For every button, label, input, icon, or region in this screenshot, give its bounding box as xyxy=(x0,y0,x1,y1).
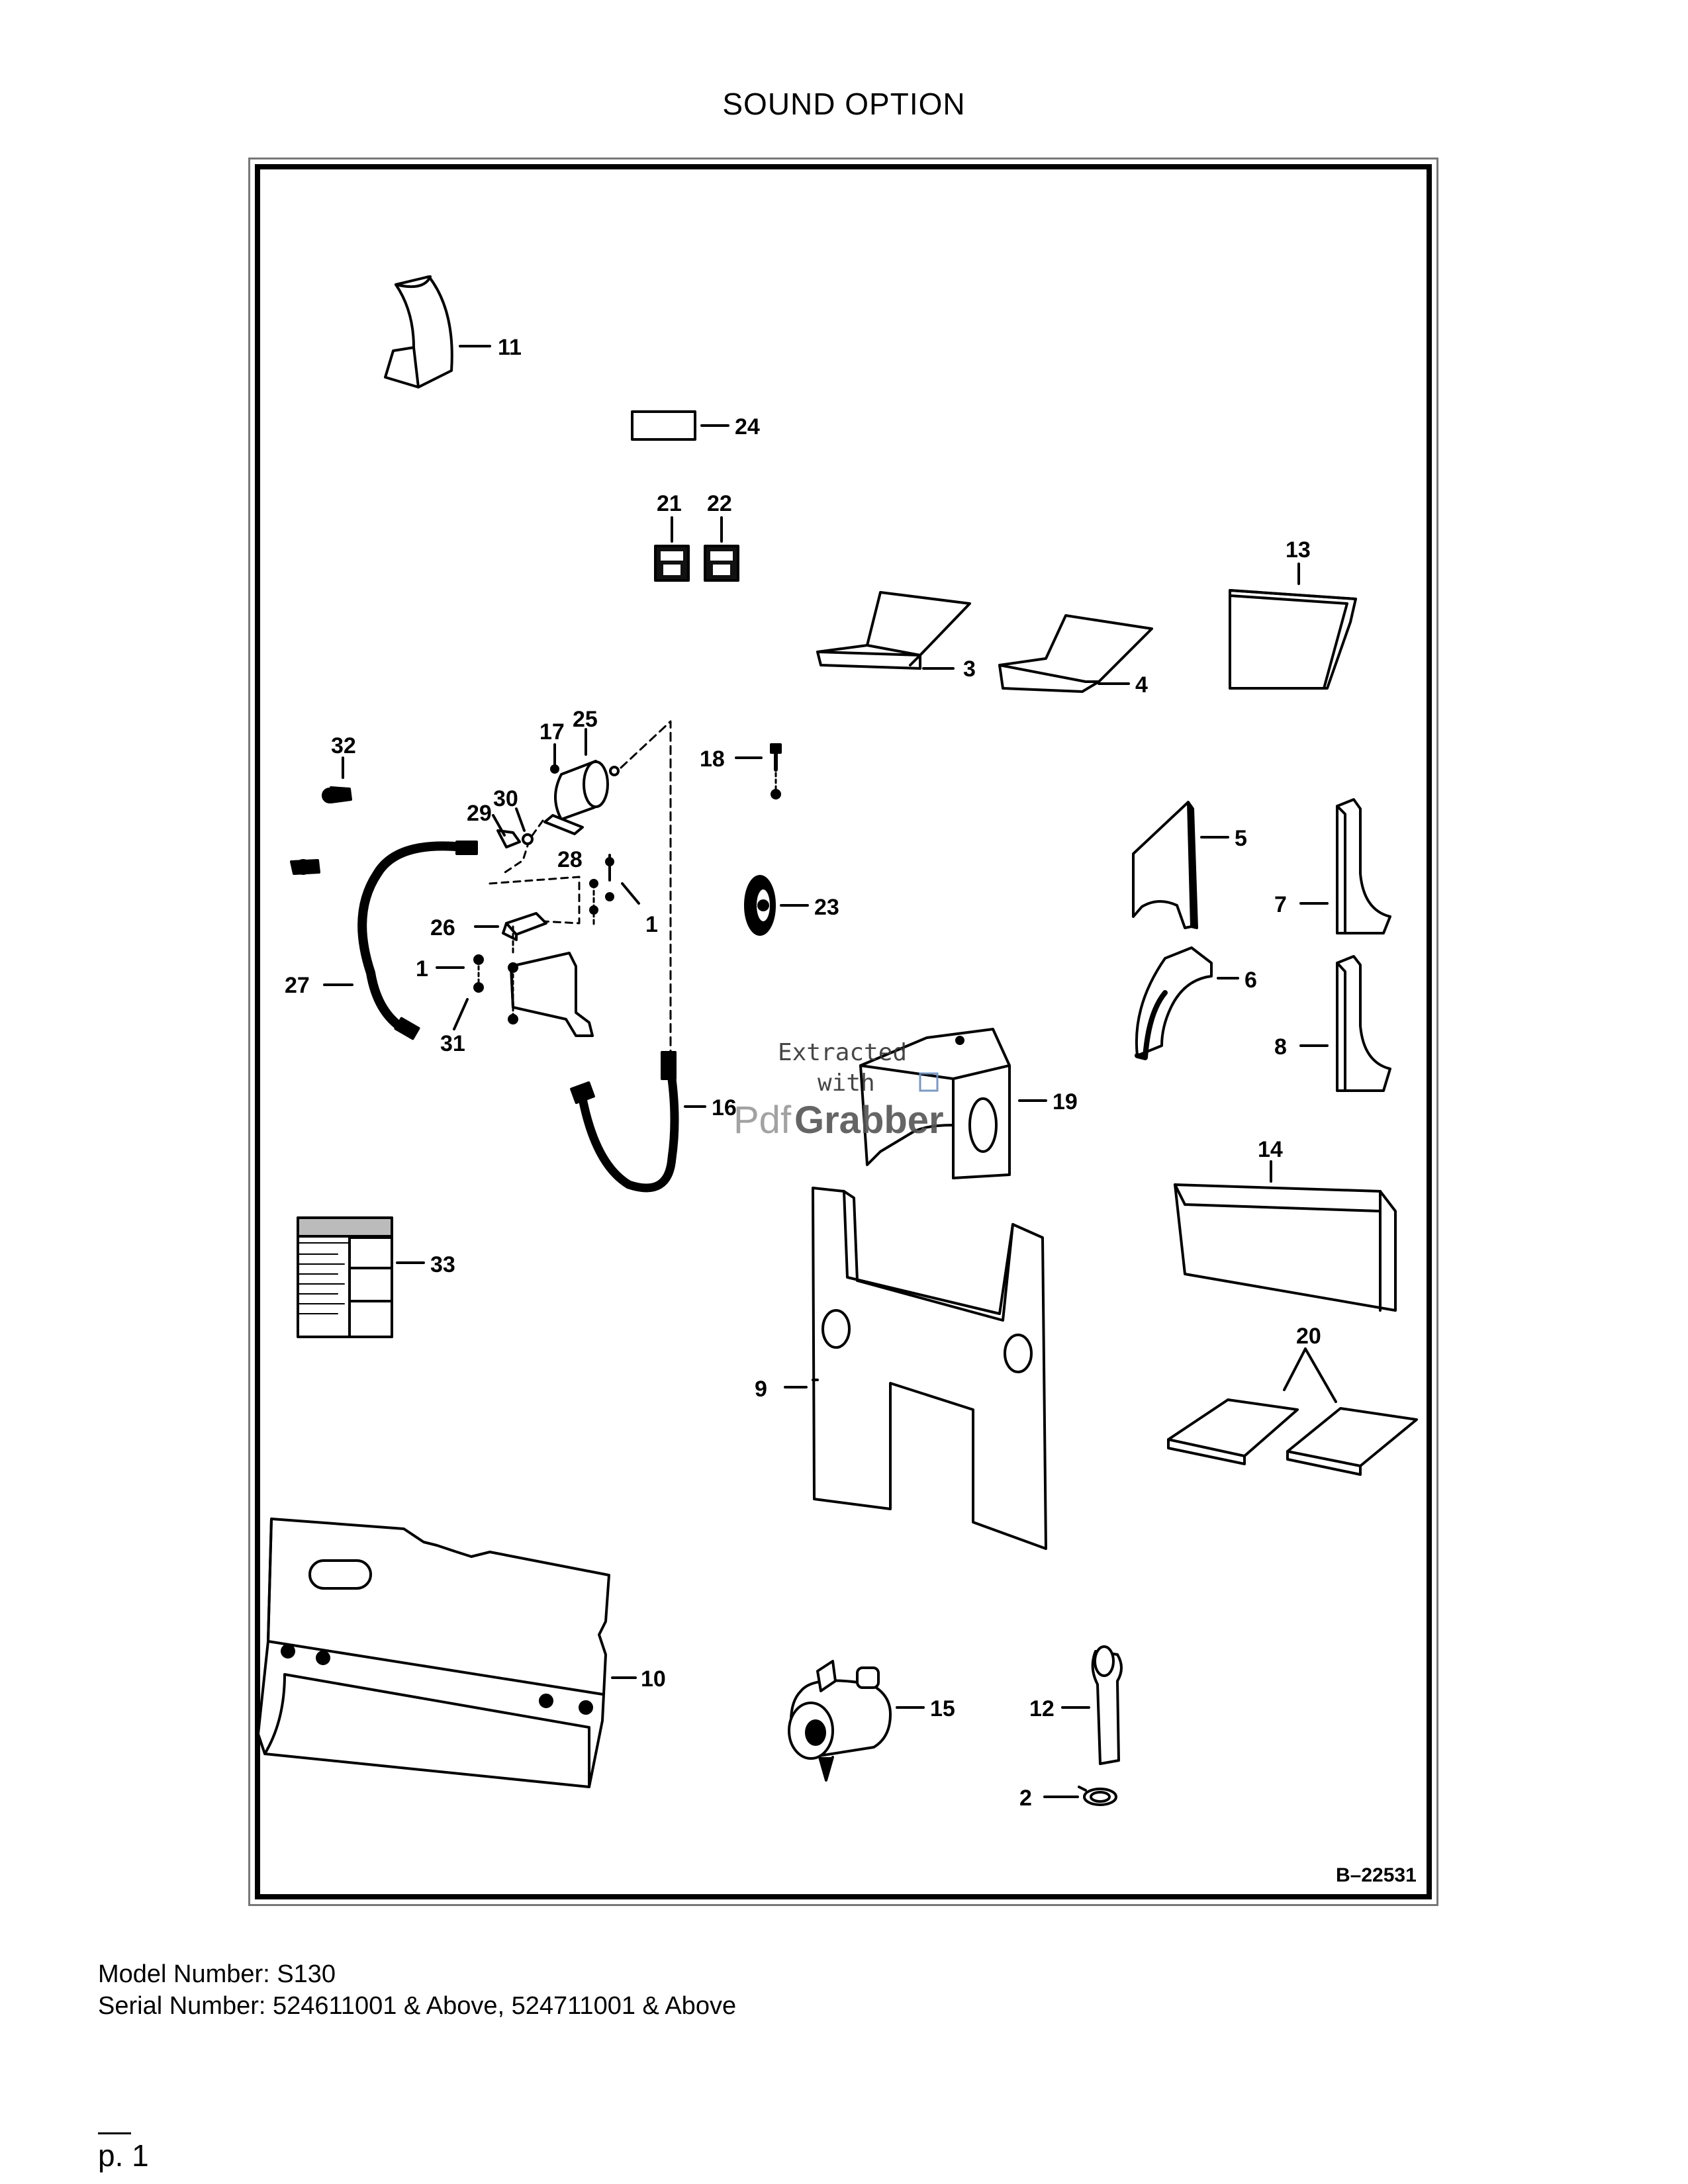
callout-17: 17 xyxy=(539,719,565,745)
figure-id: B–22531 xyxy=(1336,1864,1417,1886)
page-number: p. 1 xyxy=(98,2138,149,2173)
callout-labels: 11 24 21 22 13 3 4 17 25 32 18 30 29 28 … xyxy=(285,335,1417,1886)
part-19-shape xyxy=(859,1028,1011,1179)
part-32-shape xyxy=(322,786,352,803)
callout-1b: 1 xyxy=(416,956,428,981)
callout-6: 6 xyxy=(1244,968,1257,993)
callout-31: 31 xyxy=(440,1031,465,1056)
watermark: Extracted with Pdf Grabber xyxy=(733,1039,944,1142)
part-3-shape xyxy=(816,591,971,670)
part-12-shape xyxy=(1091,1645,1123,1765)
part-23-shape xyxy=(744,875,776,936)
callout-27: 27 xyxy=(285,973,310,998)
part-4-shape xyxy=(998,614,1153,693)
callout-29: 29 xyxy=(467,801,492,826)
callout-19: 19 xyxy=(1053,1089,1078,1115)
part-13-shape xyxy=(1229,589,1357,690)
callout-33: 33 xyxy=(430,1252,455,1277)
serial-number: Serial Number: 524611001 & Above, 524711… xyxy=(98,1992,737,2020)
callout-10: 10 xyxy=(641,1666,666,1692)
part-2-shape xyxy=(1078,1786,1117,1806)
callout-21: 21 xyxy=(657,491,682,516)
part-21-shape xyxy=(654,545,690,582)
callout-11: 11 xyxy=(498,335,522,360)
callout-12: 12 xyxy=(1029,1696,1055,1721)
callout-2: 2 xyxy=(1019,1786,1032,1811)
part-11-shape xyxy=(384,275,453,388)
callout-13: 13 xyxy=(1286,537,1311,563)
part-6-shape xyxy=(1135,946,1213,1060)
part-8-shape xyxy=(1336,955,1391,1092)
callout-14: 14 xyxy=(1258,1137,1283,1162)
callout-4: 4 xyxy=(1135,672,1148,698)
callout-26: 26 xyxy=(430,915,455,940)
part-5-shape xyxy=(1132,801,1198,929)
callout-3: 3 xyxy=(963,657,976,682)
watermark-brand-a: Pdf xyxy=(733,1099,792,1142)
callout-20: 20 xyxy=(1296,1324,1321,1349)
part-22-shape xyxy=(704,545,739,582)
part-bracket-shape xyxy=(510,952,594,1037)
figure-frame xyxy=(255,164,1432,1899)
callout-22: 22 xyxy=(707,491,732,516)
part-20-shape xyxy=(1167,1398,1418,1476)
part-33-shape xyxy=(297,1216,393,1338)
part-27-shape xyxy=(357,841,478,1040)
callout-32: 32 xyxy=(331,733,356,758)
callout-15: 15 xyxy=(930,1696,955,1721)
callout-23: 23 xyxy=(814,895,839,920)
part-unlabeled-fitting xyxy=(290,859,320,875)
callout-1a: 1 xyxy=(645,912,658,937)
part-18-shape xyxy=(770,743,782,799)
callout-7: 7 xyxy=(1274,892,1287,917)
callout-18: 18 xyxy=(700,747,725,772)
part-16-shape xyxy=(570,1051,679,1193)
part-26-shape xyxy=(502,912,547,941)
callout-8: 8 xyxy=(1274,1034,1287,1060)
page-title: SOUND OPTION xyxy=(722,87,966,121)
watermark-line2: with xyxy=(818,1069,875,1097)
watermark-line1: Extracted xyxy=(778,1039,907,1066)
part-15-shape xyxy=(788,1660,892,1782)
part-14-shape xyxy=(1174,1183,1397,1312)
callout-9: 9 xyxy=(755,1377,767,1402)
callout-5: 5 xyxy=(1235,826,1247,851)
callout-25: 25 xyxy=(573,707,598,732)
part-9-shape xyxy=(812,1187,1047,1550)
watermark-brand-b: Grabber xyxy=(794,1099,944,1142)
callout-30: 30 xyxy=(493,786,518,811)
page-number-rule xyxy=(98,2132,131,2134)
callout-16: 16 xyxy=(712,1095,737,1120)
callout-28: 28 xyxy=(557,847,583,872)
model-number: Model Number: S130 xyxy=(98,1960,336,1988)
part-24-shape xyxy=(631,410,696,441)
callout-24: 24 xyxy=(735,414,760,439)
figure-frame-outer xyxy=(248,158,1438,1906)
watermark-logo-icon xyxy=(919,1072,939,1092)
part-7-shape xyxy=(1336,798,1391,934)
part-10-shape xyxy=(257,1518,610,1788)
part-25-shape xyxy=(543,760,620,835)
